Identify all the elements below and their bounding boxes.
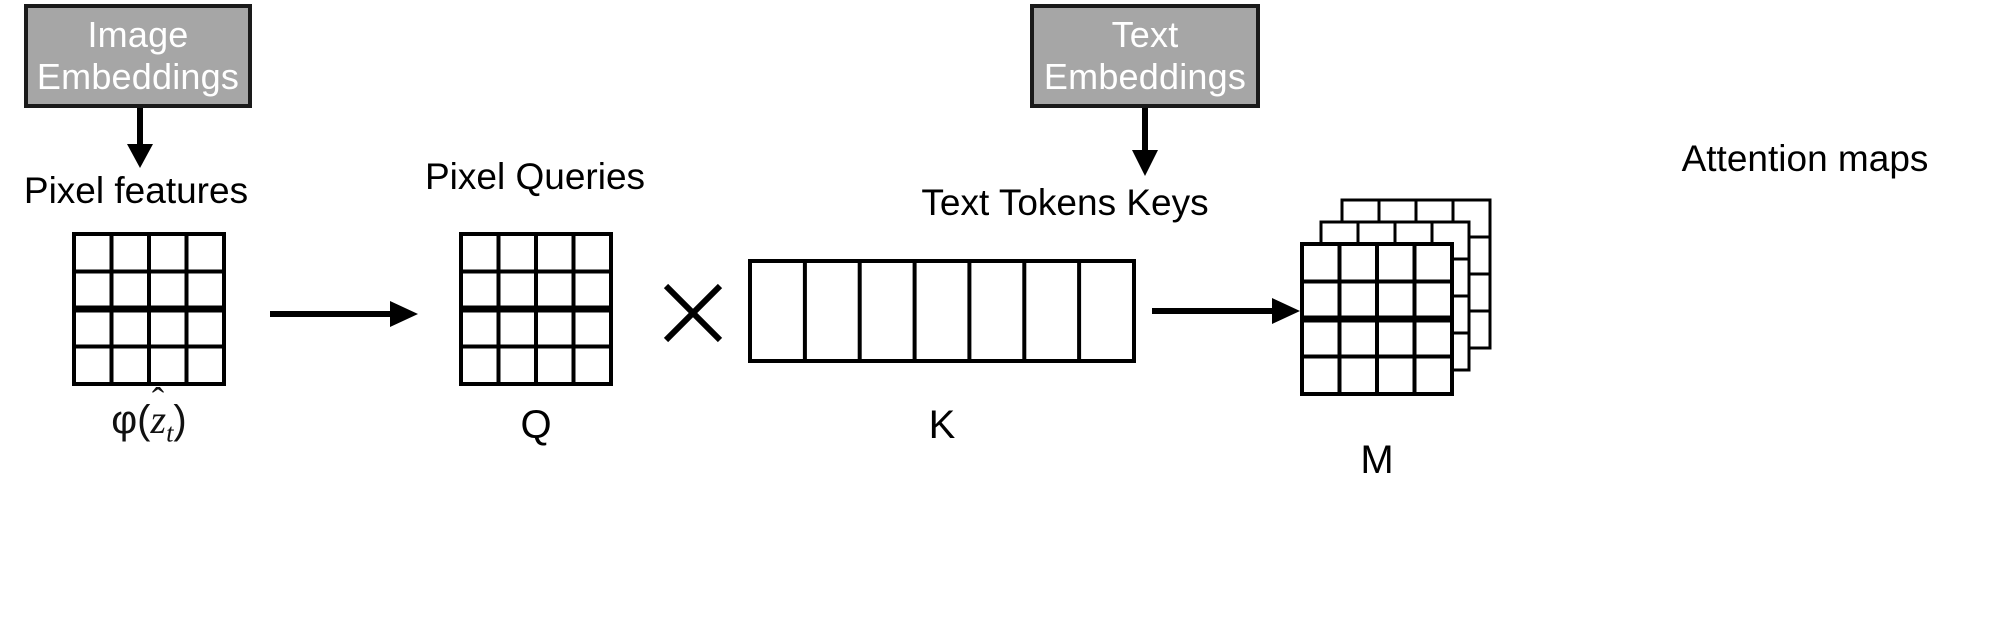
image-embeddings-box[interactable]: Image Embeddings bbox=[24, 4, 252, 108]
pixel-features-grid bbox=[72, 232, 226, 386]
z-variable: z bbox=[150, 397, 167, 442]
keys-symbol: K bbox=[928, 403, 956, 447]
t-subscript: t bbox=[166, 417, 174, 448]
text-embeddings-line1: Text bbox=[1111, 13, 1179, 55]
text-keys-grid bbox=[748, 259, 1136, 363]
text-embeddings-line2: Embeddings bbox=[1043, 56, 1247, 97]
maps-symbol: M bbox=[1360, 438, 1394, 482]
image-embeddings-line1: Image bbox=[87, 13, 189, 55]
arrow-keys-to-maps bbox=[1152, 285, 1302, 337]
image-embeddings-line2: Embeddings bbox=[36, 56, 240, 97]
phi-suffix: ) bbox=[173, 398, 187, 442]
phi-prefix: φ( bbox=[111, 398, 151, 442]
attention-map-sheet-front bbox=[1300, 242, 1454, 396]
multiply-icon bbox=[660, 280, 726, 346]
attention-maps-stack bbox=[1300, 196, 1530, 396]
arrow-text-to-keys bbox=[1115, 108, 1175, 178]
text-embeddings-box[interactable]: Text Embeddings bbox=[1030, 4, 1260, 108]
z-hat-accent: ˆ bbox=[151, 380, 165, 422]
text-tokens-keys-caption: Text Tokens Keys bbox=[921, 182, 1209, 223]
pixel-queries-grid bbox=[459, 232, 613, 386]
pixel-features-caption: Pixel features bbox=[23, 170, 249, 211]
arrow-features-to-queries bbox=[270, 288, 420, 340]
attention-maps-caption: Attention maps bbox=[1681, 138, 1929, 179]
pixel-queries-caption: Pixel Queries bbox=[424, 156, 646, 197]
queries-symbol: Q bbox=[520, 403, 552, 447]
arrow-image-to-pixel-features bbox=[110, 108, 170, 170]
